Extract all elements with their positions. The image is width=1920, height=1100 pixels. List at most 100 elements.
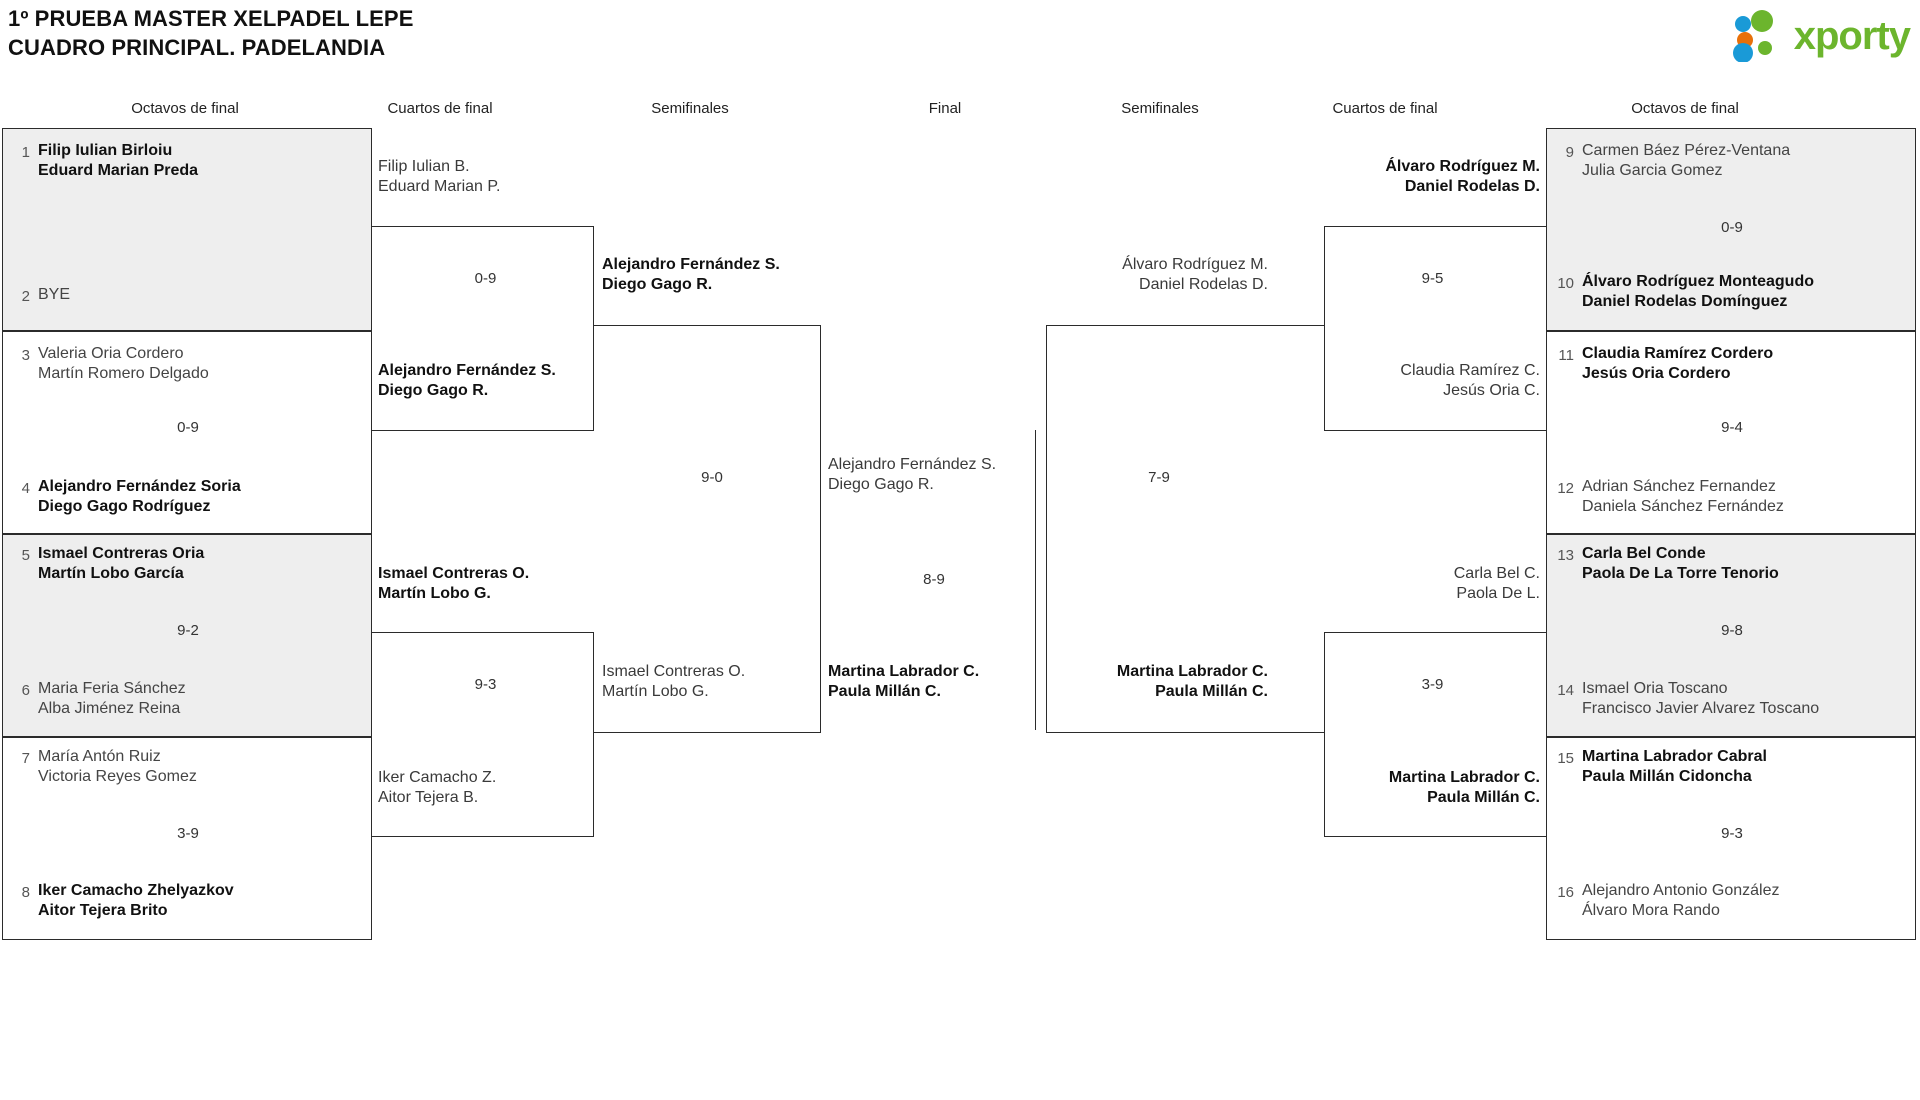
round-header-left-r16: Octavos de final <box>131 100 239 117</box>
right-sf-team-2[interactable]: Martina Labrador C.Paula Millán C. <box>1116 663 1268 700</box>
right-qf-match-1-connector <box>1324 226 1546 431</box>
round-header-final: Final <box>928 100 962 117</box>
seed-number: 7 <box>21 750 30 767</box>
round-header-right-r16: Octavos de final <box>1631 100 1739 117</box>
left-r16-score-2: 0-9 <box>177 419 199 436</box>
right-qf-match-2-connector <box>1324 632 1546 837</box>
round-header-left-sf: Semifinales <box>651 100 729 117</box>
right-qf-team-1[interactable]: Álvaro Rodríguez M.Daniel Rodelas D. <box>1385 158 1540 195</box>
seed-number: 14 <box>1557 682 1574 699</box>
left-r16-match-3-box[interactable] <box>2 534 372 737</box>
right-sf-connector <box>1046 325 1324 733</box>
seed-number: 5 <box>21 547 30 564</box>
seed-number: 8 <box>21 884 30 901</box>
seed-number: 6 <box>21 682 30 699</box>
left-r16-match-4-box[interactable] <box>2 737 372 940</box>
seed-names: BYE <box>38 286 71 303</box>
right-qf-score-1: 9-5 <box>1421 270 1444 287</box>
seed-number: 15 <box>1557 750 1574 767</box>
left-qf-score-2: 9-3 <box>474 676 497 693</box>
seed-number: 4 <box>21 480 30 497</box>
seed-number: 9 <box>1565 144 1574 161</box>
right-r16-score-3: 9-8 <box>1721 622 1743 639</box>
left-qf-team-2[interactable]: Alejandro Fernández S.Diego Gago R. <box>378 362 556 399</box>
seed-number: 12 <box>1557 480 1574 497</box>
right-r16-score-2: 9-4 <box>1721 419 1743 436</box>
right-qf-team-2[interactable]: Claudia Ramírez C.Jesús Oria C. <box>1400 362 1540 399</box>
round-header-right-sf: Semifinales <box>1121 100 1199 117</box>
left-qf-match-1-connector <box>372 226 594 431</box>
xporty-logo[interactable]: xporty <box>1732 8 1911 64</box>
left-qf-team-1[interactable]: Filip Iulian B.Eduard Marian P. <box>378 158 501 195</box>
right-sf-score: 7-9 <box>1148 469 1170 486</box>
round-header-right-qf: Cuartos de final <box>1332 100 1438 117</box>
left-r16-match-2-box[interactable] <box>2 331 372 534</box>
right-r16-score-4: 9-3 <box>1721 825 1743 842</box>
round-header-left-qf: Cuartos de final <box>387 100 493 117</box>
seed-number: 1 <box>21 144 30 161</box>
final-score: 8-9 <box>923 571 945 588</box>
left-sf-score: 9-0 <box>701 469 723 486</box>
left-qf-match-2-connector <box>372 632 594 837</box>
left-sf-team-1[interactable]: Alejandro Fernández S.Diego Gago R. <box>602 256 780 293</box>
final-left-finalist[interactable]: Alejandro Fernández S.Diego Gago R. <box>828 456 997 493</box>
final-right-finalist[interactable]: Martina Labrador C.Paula Millán C. <box>828 663 980 700</box>
title-line-1: 1º PRUEBA MASTER XELPADEL LEPE <box>8 6 414 31</box>
right-sf-team-1[interactable]: Álvaro Rodríguez M.Daniel Rodelas D. <box>1122 256 1268 293</box>
left-r16-score-4: 3-9 <box>177 825 199 842</box>
left-sf-team-2[interactable]: Ismael Contreras O.Martín Lobo G. <box>602 663 746 700</box>
right-r16-match-1-box[interactable] <box>1546 128 1916 331</box>
right-r16-match-4-box[interactable] <box>1546 737 1916 940</box>
seed-number: 11 <box>1558 347 1574 364</box>
right-qf-score-2: 3-9 <box>1421 676 1444 693</box>
right-r16-match-3-box[interactable] <box>1546 534 1916 737</box>
left-qf-team-4[interactable]: Iker Camacho Z.Aitor Tejera B. <box>378 769 497 806</box>
right-qf-team-4[interactable]: Martina Labrador C.Paula Millán C. <box>1388 769 1540 806</box>
seed-number: 13 <box>1557 547 1574 564</box>
title-line-2: CUADRO PRINCIPAL. PADELANDIA <box>8 35 386 61</box>
left-r16-score-3: 9-2 <box>177 622 199 639</box>
logo-wordmark: xporty <box>1793 14 1911 58</box>
right-r16-match-2-box[interactable] <box>1546 331 1916 534</box>
left-r16-match-1-box[interactable] <box>2 128 372 331</box>
left-qf-team-3[interactable]: Ismael Contreras O.Martín Lobo G. <box>378 565 530 602</box>
seed-row-2[interactable]: 2 BYE <box>8 285 368 305</box>
final-connector <box>821 430 1036 730</box>
seed-number: 16 <box>1557 884 1574 901</box>
seed-number: 10 <box>1557 275 1574 292</box>
right-r16-score-1: 0-9 <box>1721 219 1743 236</box>
right-qf-team-3[interactable]: Carla Bel C.Paola De L. <box>1453 565 1540 602</box>
left-qf-score-1: 0-9 <box>474 270 497 287</box>
